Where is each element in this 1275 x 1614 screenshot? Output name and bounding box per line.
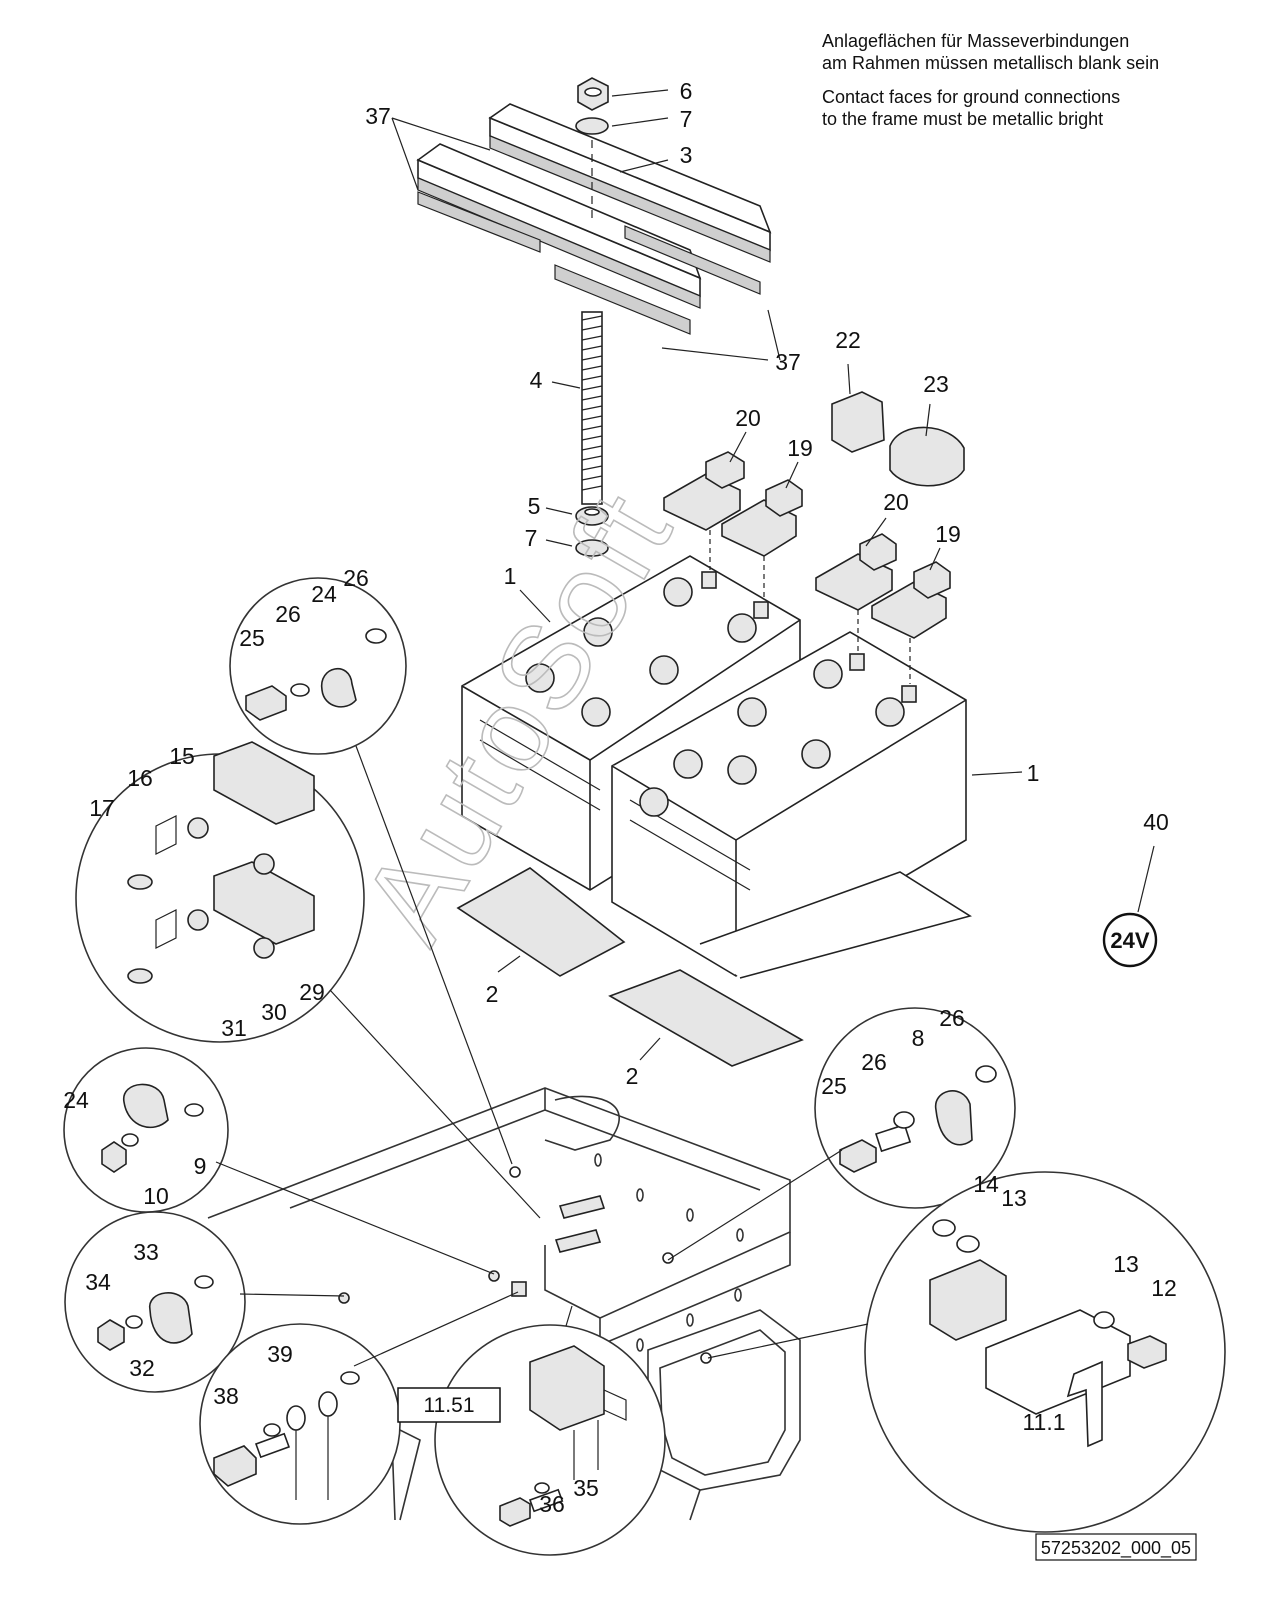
- callout-12: 12: [1151, 1275, 1177, 1301]
- terminal-cover-22: [831, 391, 885, 453]
- terminal-cover-23: [889, 426, 965, 487]
- callout-9: 9: [194, 1153, 207, 1179]
- callout-15: 15: [169, 743, 195, 769]
- callout-24: 24: [311, 581, 337, 607]
- callout-26: 26: [861, 1049, 887, 1075]
- callout-17: 17: [89, 795, 115, 821]
- callout-13: 13: [1113, 1251, 1139, 1277]
- detail-clamp-ring-parts: [101, 1083, 204, 1173]
- battery-front: [611, 631, 972, 979]
- callout-35: 35: [573, 1475, 599, 1501]
- note-line: to the frame must be metallic bright: [822, 109, 1104, 129]
- detail-cable-mount-parts: [245, 628, 387, 721]
- callout-11-1: 11.1: [1022, 1409, 1065, 1435]
- drawing-number-box: 57253202_000_05: [1035, 1533, 1197, 1561]
- callout-1: 1: [504, 563, 517, 589]
- ground-note-english: Contact faces for ground connections to …: [822, 86, 1120, 130]
- detail-circle-relay: [434, 1324, 666, 1556]
- callout-3: 3: [680, 142, 693, 168]
- detail-ground-mount-parts: [839, 1065, 997, 1173]
- voltage-badge: 24V: [1102, 912, 1158, 968]
- callout-25: 25: [821, 1073, 847, 1099]
- reference-box: 11.51: [397, 1387, 501, 1423]
- threaded-rod: [581, 140, 603, 505]
- nut-5: [575, 506, 609, 526]
- callout-13: 13: [1001, 1185, 1027, 1211]
- detail-cable-lugs-parts: [213, 1371, 360, 1500]
- callout-20: 20: [735, 405, 761, 431]
- detail-relay-parts: [499, 1345, 627, 1527]
- callout-19: 19: [787, 435, 813, 461]
- callout-6: 6: [680, 78, 693, 104]
- battery-hold-down-brackets: [416, 103, 772, 335]
- callout-26: 26: [939, 1005, 965, 1031]
- callout-19: 19: [935, 521, 961, 547]
- callout-25: 25: [239, 625, 265, 651]
- callout-8: 8: [912, 1025, 925, 1051]
- callout-7: 7: [525, 525, 538, 551]
- callout-40: 40: [1143, 809, 1169, 835]
- note-line: Anlageflächen für Masseverbindungen: [822, 31, 1130, 51]
- terminal-clamp-20-b: [815, 533, 897, 652]
- callout-7: 7: [680, 106, 693, 132]
- callout-39: 39: [267, 1341, 293, 1367]
- voltage-badge-label: 24V: [1110, 928, 1149, 953]
- battery-mat-right: [608, 969, 804, 1067]
- drawing-number: 57253202_000_05: [1041, 1538, 1191, 1559]
- callout-22: 22: [835, 327, 861, 353]
- washer-7-top: [575, 117, 609, 135]
- ground-note-german: Anlageflächen für Masseverbindungen am R…: [822, 30, 1159, 74]
- callout-26: 26: [275, 601, 301, 627]
- terminal-clamp-19-a: [721, 479, 803, 600]
- callout-10: 10: [143, 1183, 169, 1209]
- callout-16: 16: [127, 765, 153, 791]
- hex-nut-6: [577, 77, 609, 111]
- callout-33: 33: [133, 1239, 159, 1265]
- leader-lines: [215, 89, 1155, 1367]
- terminal-clamp-19-b: [871, 561, 951, 684]
- callout-24: 24: [63, 1087, 89, 1113]
- callout-31: 31: [221, 1015, 247, 1041]
- callout-26: 26: [343, 565, 369, 591]
- note-line: am Rahmen müssen metallisch blank sein: [822, 53, 1160, 73]
- battery-mat-left: [456, 867, 626, 977]
- callout-2: 2: [626, 1063, 639, 1089]
- callout-38: 38: [213, 1383, 239, 1409]
- callout-14: 14: [973, 1171, 999, 1197]
- callout-5: 5: [528, 493, 541, 519]
- note-line: Contact faces for ground connections: [822, 87, 1121, 107]
- callout-37: 37: [775, 349, 801, 375]
- detail-terminal-block-parts: [127, 741, 315, 984]
- terminal-clamp-20-a: [663, 451, 745, 570]
- callout-29: 29: [299, 979, 325, 1005]
- detail-bracket-parts: [929, 1219, 1167, 1448]
- callout-36: 36: [539, 1491, 565, 1517]
- callout-2: 2: [486, 981, 499, 1007]
- detail-nut-clamp-parts: [97, 1275, 214, 1351]
- callout-32: 32: [129, 1355, 155, 1381]
- reference-box-label: 11.51: [424, 1394, 475, 1417]
- callout-20: 20: [883, 489, 909, 515]
- callout-1: 1: [1027, 760, 1040, 786]
- callout-37: 37: [365, 103, 391, 129]
- callout-30: 30: [261, 999, 287, 1025]
- callout-23: 23: [923, 371, 949, 397]
- callout-4: 4: [530, 367, 543, 393]
- washer-7-bottom: [575, 539, 609, 557]
- callout-34: 34: [85, 1269, 111, 1295]
